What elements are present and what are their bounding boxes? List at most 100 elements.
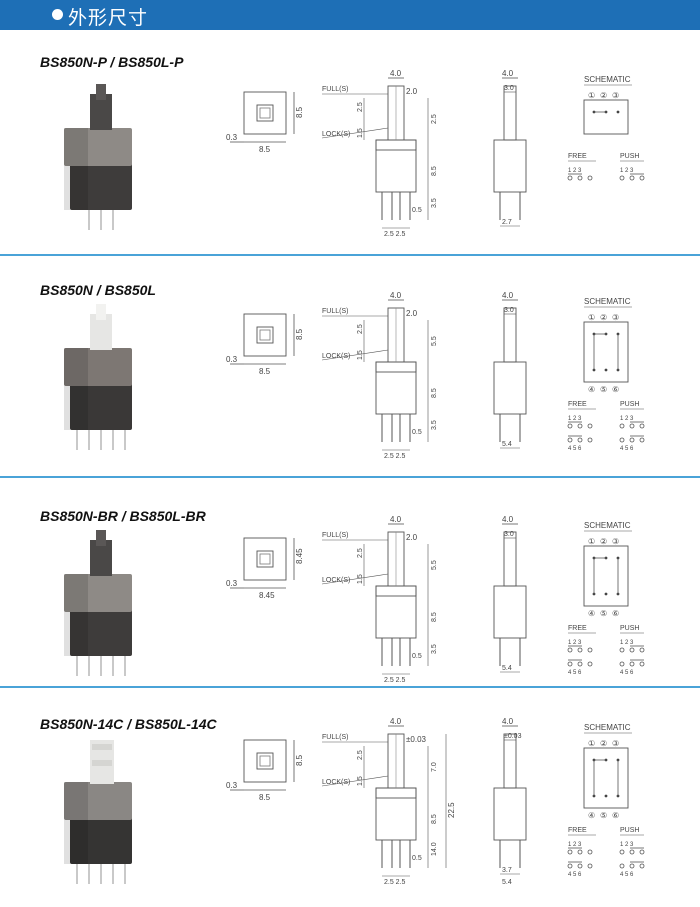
switch-body-shade <box>64 348 88 430</box>
schematic-dot <box>604 592 608 596</box>
switch-pin <box>88 202 90 230</box>
schematic-pin-number: ⑥ <box>612 609 619 618</box>
full-stroke-label: FULL(S) <box>322 734 348 741</box>
contact-circle <box>619 863 625 869</box>
dim-f-label: 0.5 <box>412 207 422 214</box>
end-view-plunger <box>503 531 517 587</box>
side-view-body-band <box>375 585 417 597</box>
contact-circle <box>639 175 645 181</box>
schematic-pin-number: ② <box>600 739 607 748</box>
divider <box>0 476 700 478</box>
schematic-pin-number: ① <box>588 313 595 322</box>
front-offset-label: 0.3 <box>226 579 238 588</box>
contact-circle <box>619 647 625 653</box>
state-pin-numbers: 1 2 3 <box>568 416 582 422</box>
contact-circle <box>587 661 593 667</box>
state-pin-numbers: 4 5 6 <box>620 670 634 676</box>
side-stroke-label: 2.0 <box>406 309 418 318</box>
contact-circle <box>567 863 573 869</box>
dim-b-label: 1.5 <box>357 776 364 786</box>
end-view-body <box>493 787 527 841</box>
schematic-pin-number: ④ <box>588 609 595 618</box>
side-width-label: 4.0 <box>390 291 402 300</box>
lock-stroke-label: LOCK(S) <box>322 577 350 584</box>
dim-c-label: 5.5 <box>431 560 438 570</box>
schematic-title: SCHEMATIC <box>584 521 631 530</box>
switch-body-base <box>70 806 132 864</box>
switch-button-tip <box>96 530 106 546</box>
front-view-button <box>256 550 274 568</box>
front-view-button <box>256 326 274 344</box>
contact-circle <box>567 647 573 653</box>
switch-button-cap <box>90 94 112 130</box>
switch-pin <box>112 202 114 230</box>
end-pin-label: 3.7 <box>502 867 512 874</box>
schematic-dot <box>604 794 608 798</box>
schematic-pin-number: ③ <box>612 739 619 748</box>
pin-pitch-label: 2.5 2.5 <box>384 677 406 684</box>
switch-button-cap <box>90 540 112 576</box>
front-view-button-inner <box>259 755 271 767</box>
front-height-label: 8.5 <box>295 328 304 340</box>
front-view-outline <box>243 739 287 783</box>
dim-a-label: 2.5 <box>357 548 364 558</box>
front-offset-label: 0.3 <box>226 133 238 142</box>
pin-pitch-label: 2.5 2.5 <box>384 453 406 460</box>
contact-circle <box>639 437 645 443</box>
end-width-label: 4.0 <box>502 291 514 300</box>
drawing-set: 8.458.450.34.02.0FULL(S)LOCK(S)2.51.55.5… <box>64 515 645 684</box>
end-pin-label: 2.7 <box>502 219 512 226</box>
front-offset-label: 0.3 <box>226 355 238 364</box>
full-stroke-label: FULL(S) <box>322 86 348 93</box>
push-state-label: PUSH <box>620 153 639 160</box>
front-height-label: 8.45 <box>295 548 304 564</box>
contact-circle <box>587 863 593 869</box>
switch-pin <box>88 422 90 450</box>
dim-d-label: 8.5 <box>431 612 438 622</box>
front-view-button <box>256 104 274 122</box>
switch-body-shade <box>64 128 88 210</box>
contact-circle <box>587 437 593 443</box>
end-view-plunger <box>503 733 517 789</box>
bullet-icon <box>52 9 63 20</box>
switch-body-base <box>70 372 132 430</box>
front-view-button <box>256 752 274 770</box>
switch-button-ridge <box>92 744 112 750</box>
state-pin-numbers: 1 2 3 <box>620 416 634 422</box>
switch-pin <box>76 648 78 676</box>
contact-circle <box>577 849 583 855</box>
end-width-label: 4.0 <box>502 717 514 726</box>
push-state-label: PUSH <box>620 401 639 408</box>
contact-circle <box>639 863 645 869</box>
divider <box>0 686 700 688</box>
schematic-pin-number: ⑤ <box>600 609 607 618</box>
contact-circle <box>619 423 625 429</box>
switch-body-shade <box>64 782 88 864</box>
switch-pin <box>112 648 114 676</box>
dim-a-label: 2.5 <box>357 750 364 760</box>
drawing-set: 8.58.50.34.0±0.03FULL(S)LOCK(S)2.51.57.0… <box>64 717 645 886</box>
switch-button-tip <box>96 84 106 100</box>
switch-pin <box>124 648 126 676</box>
section-title: 外形尺寸 <box>68 7 149 29</box>
front-width-label: 8.45 <box>259 591 275 600</box>
switch-body-base <box>70 598 132 656</box>
pin-pitch-label: 2.5 2.5 <box>384 231 406 238</box>
contact-circle <box>629 661 635 667</box>
end-height-label: 3.0 <box>504 531 514 538</box>
contact-circle <box>587 175 593 181</box>
schematic-pin-number: ② <box>600 537 607 546</box>
contact-circle <box>629 423 635 429</box>
switch-button-cap <box>90 314 112 350</box>
dim-b-label: 1.5 <box>357 574 364 584</box>
contact-circle <box>577 647 583 653</box>
contact-circle <box>567 423 573 429</box>
model-title: BS850N-BR / BS850L-BR <box>40 508 206 524</box>
contact-circle <box>577 661 583 667</box>
front-width-label: 8.5 <box>259 145 271 154</box>
switch-button-ridge <box>92 760 112 766</box>
end-height-label: 3.0 <box>504 85 514 92</box>
